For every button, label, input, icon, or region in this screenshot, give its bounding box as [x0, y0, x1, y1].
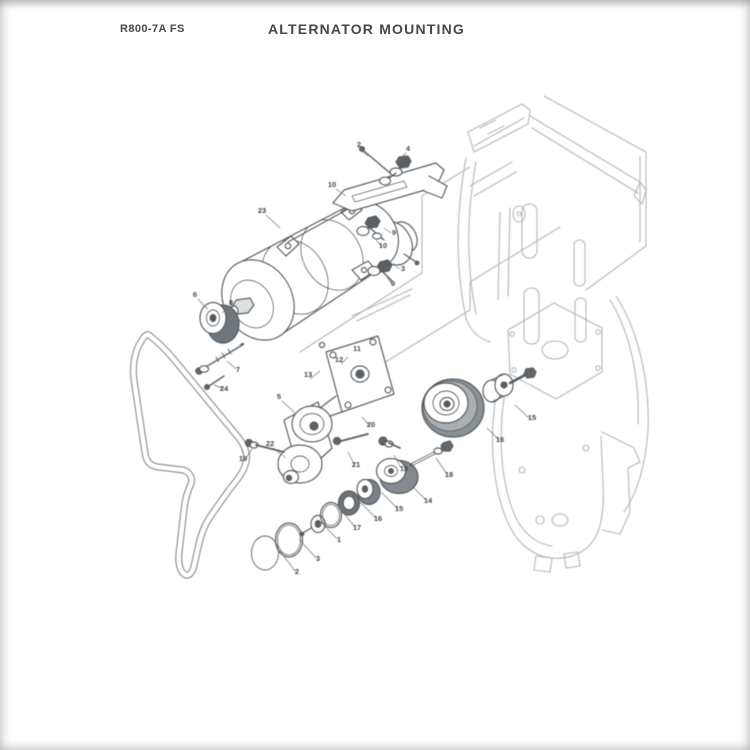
svg-text:21: 21	[352, 460, 360, 469]
svg-text:8: 8	[229, 298, 233, 307]
pulley-hub-drum	[375, 440, 454, 495]
pulley-shaft-bolt	[482, 367, 537, 403]
alternator-body	[221, 200, 400, 341]
alternator-pulley	[199, 301, 240, 344]
svg-text:22: 22	[266, 439, 274, 448]
document-code: R800-7A FS	[120, 23, 185, 35]
svg-text:2: 2	[295, 567, 299, 576]
svg-text:3: 3	[316, 554, 320, 563]
mounting-bracket-plate	[309, 335, 395, 421]
svg-text:15: 15	[528, 413, 536, 422]
engine-block-outline	[299, 95, 649, 573]
svg-text:16: 16	[374, 514, 382, 523]
svg-text:14: 14	[424, 496, 433, 505]
svg-text:12: 12	[335, 355, 343, 364]
svg-text:1: 1	[337, 535, 341, 544]
svg-text:18: 18	[445, 470, 453, 479]
svg-text:2: 2	[357, 140, 361, 149]
crankshaft-pulley	[421, 378, 485, 438]
callout-leader-lines	[197, 148, 530, 572]
svg-text:19: 19	[239, 454, 247, 463]
svg-text:4: 4	[406, 144, 411, 153]
svg-text:6: 6	[193, 290, 197, 299]
svg-text:19: 19	[400, 464, 408, 473]
svg-text:15: 15	[395, 504, 403, 513]
svg-text:16: 16	[496, 435, 504, 444]
svg-text:3: 3	[401, 264, 405, 273]
adjusting-bolts	[195, 342, 245, 391]
belt-tensioner	[277, 395, 337, 485]
svg-text:9: 9	[392, 228, 396, 237]
ring-series	[251, 478, 381, 571]
svg-text:11: 11	[353, 344, 361, 353]
svg-text:10: 10	[379, 241, 387, 250]
drive-belt	[129, 331, 251, 579]
svg-text:13: 13	[304, 370, 312, 379]
mounting-strap	[332, 146, 448, 212]
svg-text:9: 9	[391, 279, 395, 288]
svg-text:10: 10	[328, 180, 336, 189]
svg-text:5: 5	[277, 392, 281, 401]
bracket-bolts	[244, 433, 401, 453]
svg-text:23: 23	[258, 206, 266, 215]
alternator-assembly-parts	[195, 146, 537, 571]
svg-text:24: 24	[220, 384, 229, 393]
svg-text:20: 20	[367, 420, 375, 429]
svg-text:17: 17	[353, 523, 361, 532]
page-title: ALTERNATOR MOUNTING	[268, 21, 466, 37]
rear-bolt-clusters	[356, 215, 393, 282]
svg-text:7: 7	[236, 365, 240, 374]
